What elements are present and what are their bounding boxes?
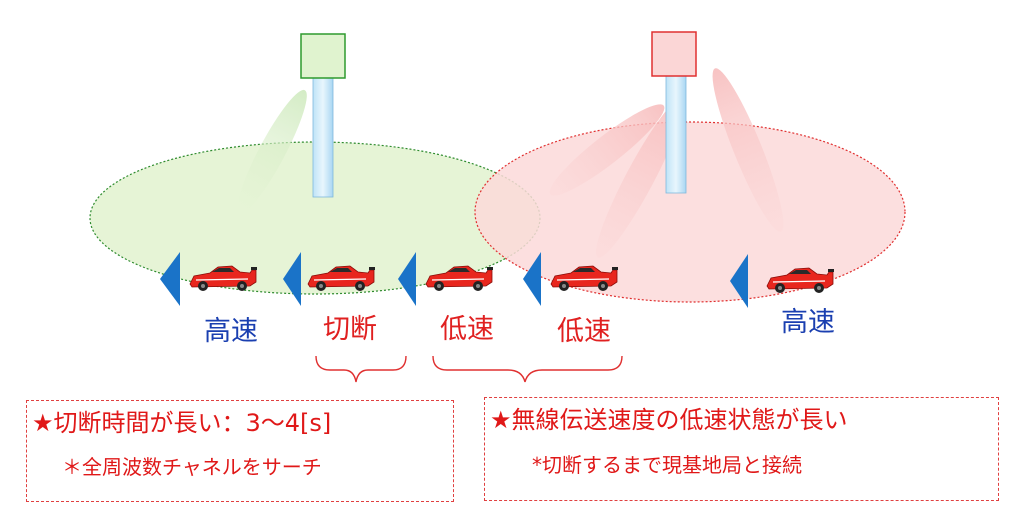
label-high-speed-right: 高速 — [781, 307, 835, 338]
info-box-disconnect-time — [26, 400, 454, 502]
base-station-icon — [300, 33, 346, 79]
label-low-speed-2: 低速 — [557, 316, 611, 347]
base-station-right — [651, 31, 697, 194]
left-arrow-icon — [398, 252, 416, 306]
beam-right-2 — [595, 98, 685, 258]
label-high-speed-left: 高速 — [204, 316, 258, 347]
left-arrow-icon — [523, 252, 541, 306]
left-arrow-icon — [730, 254, 748, 308]
info-box-low-speed-note: *切断するまで現基地局と接続 — [532, 453, 802, 477]
left-arrow-icon — [283, 252, 301, 306]
beam-left — [237, 89, 307, 215]
left-arrow-icon — [160, 252, 180, 306]
label-disconnect: 切断 — [323, 314, 377, 345]
brace-low-speed — [432, 355, 623, 383]
info-box-disconnect-title: ★切断時間が長い：3～4[s] — [32, 409, 332, 437]
base-station-left — [300, 33, 346, 198]
label-low-speed-1: 低速 — [440, 314, 494, 345]
beam-right-1 — [549, 104, 665, 196]
beam-right-3 — [712, 68, 784, 232]
info-box-low-speed-title: ★無線伝送速度の低速状態が長い — [490, 406, 848, 434]
brace-disconnect — [315, 355, 407, 383]
base-station-icon — [651, 31, 697, 77]
info-box-low-speed — [484, 397, 999, 501]
info-box-disconnect-note: ＊全周波数チャネルをサーチ — [62, 455, 322, 479]
